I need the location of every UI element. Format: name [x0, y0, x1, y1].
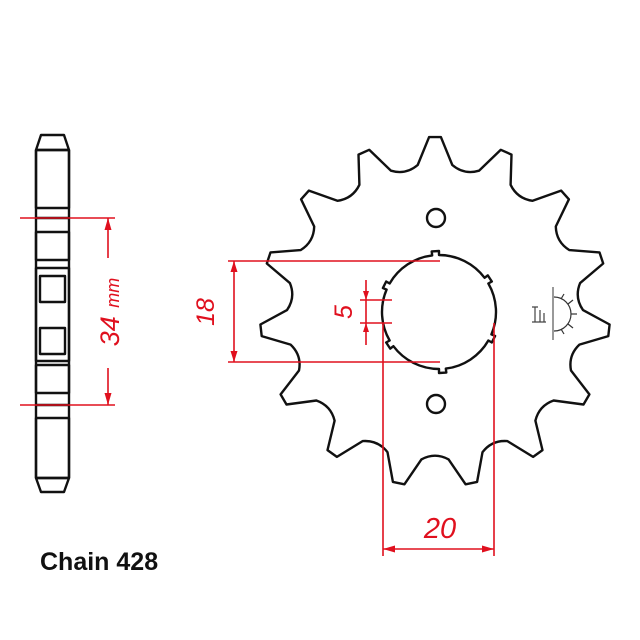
- bolt-hole: [425, 207, 447, 229]
- sun-symbol-icon: [532, 287, 577, 340]
- spline-outer-value: 18: [192, 298, 220, 326]
- bolt-spacing-unit: mm: [103, 278, 123, 308]
- shaft-diameter-value: 20: [423, 513, 456, 545]
- dimension-18: 18: [192, 260, 440, 363]
- sprocket-outline: [259, 135, 611, 486]
- hatched-section: [34, 363, 71, 395]
- hatched-section: [34, 416, 71, 480]
- hatched-section: [34, 230, 71, 262]
- spline-width-value: 5: [330, 305, 358, 319]
- dimension-20: 20: [382, 323, 495, 556]
- bolt-hole: [425, 393, 447, 415]
- hatched-section: [34, 148, 71, 210]
- dimension-5: 5: [330, 280, 392, 345]
- side-view: [34, 133, 71, 494]
- sprocket-front-view: [259, 135, 611, 486]
- spline-hub: [380, 249, 498, 375]
- svg-text:34 mm: 34 mm: [95, 278, 125, 347]
- dimension-34mm: 34 mm: [20, 217, 125, 406]
- chain-caption: Chain 428: [40, 548, 158, 576]
- bolt-spacing-value: 34: [95, 316, 125, 346]
